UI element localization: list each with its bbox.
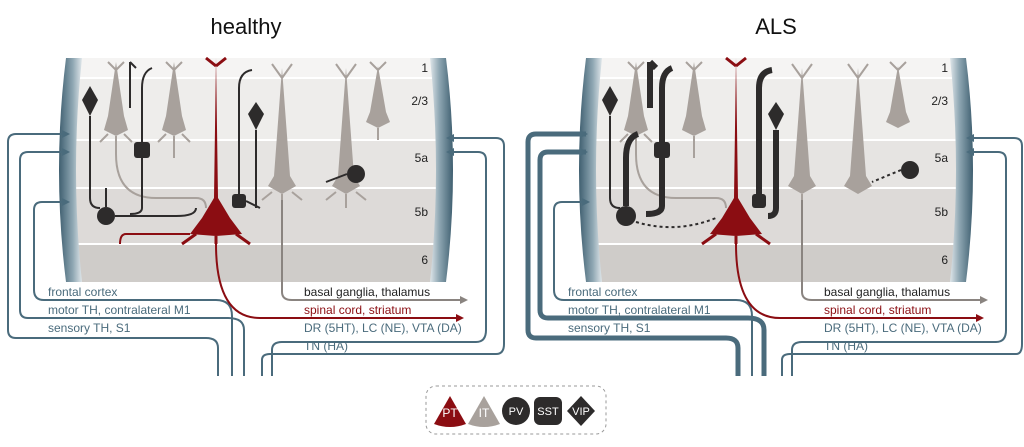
layer-label: 6 [421, 253, 428, 267]
output-label-spinal: spinal cord, striatum [304, 303, 411, 317]
output-label-dr: DR (5HT), LC (NE), VTA (DA) [304, 321, 462, 335]
output-spinal-arrow [735, 243, 984, 322]
panel-als: ALS 1 2/3 5a 5b 6 [525, 14, 1023, 376]
input-label-sensory: sensory TH, S1 [48, 321, 131, 335]
legend: PT IT PV SST VIP [425, 385, 607, 435]
interneurons [82, 61, 365, 225]
layer-label: 5a [935, 151, 949, 165]
legend-item-sst: SST [534, 397, 562, 425]
svg-text:VIP: VIP [572, 406, 590, 418]
pt-neuron [119, 56, 251, 246]
panel-title: ALS [755, 14, 797, 39]
input-label-motor: motor TH, contralateral M1 [568, 303, 711, 317]
input-label-frontal: frontal cortex [48, 285, 117, 299]
output-basal-arrow [801, 200, 988, 304]
layer-label: 5a [415, 151, 429, 165]
output-label-basal: basal ganglia, thalamus [824, 285, 950, 299]
layer-label: 5b [935, 205, 949, 219]
pt-neuron [701, 56, 771, 246]
layer-label: 2/3 [411, 94, 428, 108]
svg-text:PV: PV [509, 406, 524, 418]
legend-item-it: IT [468, 396, 500, 427]
input-label-sensory: sensory TH, S1 [568, 321, 651, 335]
panel-healthy: healthy 1 2/3 5a 5b 6 [7, 14, 505, 376]
layer-label: 1 [421, 61, 428, 75]
svg-text:IT: IT [479, 406, 490, 420]
output-basal-arrow [281, 200, 468, 304]
output-label-dr: DR (5HT), LC (NE), VTA (DA) [824, 321, 982, 335]
input-label-motor: motor TH, contralateral M1 [48, 303, 191, 317]
svg-text:PT: PT [442, 406, 458, 420]
output-label-tn: TN (HA) [824, 339, 868, 353]
output-label-tn: TN (HA) [304, 339, 348, 353]
layer-label: 1 [941, 61, 948, 75]
input-label-frontal: frontal cortex [568, 285, 637, 299]
it-neurons [99, 61, 390, 284]
layer-label: 2/3 [931, 94, 948, 108]
output-spinal-arrow [215, 243, 464, 322]
layer-label: 6 [941, 253, 948, 267]
input-pathways [7, 130, 505, 376]
layer-label: 5b [415, 205, 429, 219]
legend-item-pv: PV [502, 397, 530, 425]
interneurons [602, 59, 919, 229]
legend-item-vip: VIP [567, 396, 595, 426]
input-pathways [525, 130, 1023, 376]
output-label-spinal: spinal cord, striatum [824, 303, 931, 317]
panel-title: healthy [211, 14, 282, 39]
svg-text:SST: SST [537, 406, 559, 418]
legend-item-pt: PT [434, 396, 466, 427]
output-label-basal: basal ganglia, thalamus [304, 285, 430, 299]
